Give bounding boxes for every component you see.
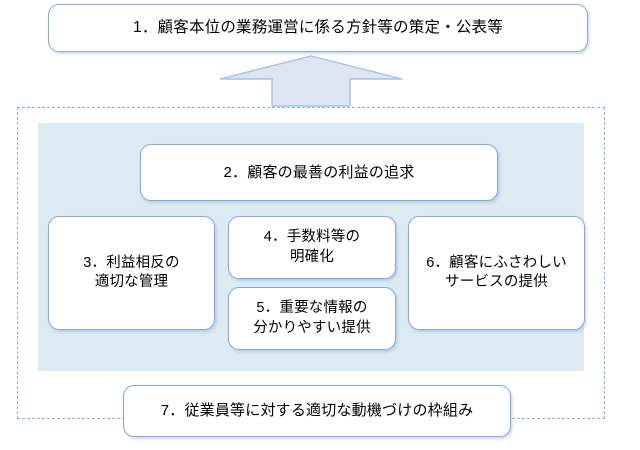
principle-box-2-label: 2．顧客の最善の利益の追求 — [223, 163, 415, 181]
principle-box-6-label: 6．顧客にふさわしい サービスの提供 — [426, 254, 567, 290]
principle-box-4-label: 4．手数料等の 明確化 — [263, 229, 361, 265]
principle-box-1[interactable]: 1．顧客本位の業務運営に係る方針等の策定・公表等 — [48, 4, 588, 52]
principle-box-4[interactable]: 4．手数料等の 明確化 — [228, 216, 396, 279]
principle-box-1-label: 1．顧客本位の業務運営に係る方針等の策定・公表等 — [133, 18, 503, 36]
principle-box-7-label: 7．従業員等に対する適切な動機づけの枠組み — [160, 402, 474, 420]
up-arrow-icon — [218, 54, 404, 108]
principle-box-3-label: 3．利益相反の 適切な管理 — [83, 254, 180, 290]
principle-box-7[interactable]: 7．従業員等に対する適切な動機づけの枠組み — [123, 385, 511, 437]
principle-box-6[interactable]: 6．顧客にふさわしい サービスの提供 — [408, 216, 585, 330]
principle-box-5-label: 5．重要な情報の 分かりやすい提供 — [253, 300, 371, 336]
principle-box-2[interactable]: 2．顧客の最善の利益の追求 — [140, 144, 498, 201]
principle-box-3[interactable]: 3．利益相反の 適切な管理 — [48, 216, 215, 330]
principle-box-5[interactable]: 5．重要な情報の 分かりやすい提供 — [228, 287, 396, 350]
